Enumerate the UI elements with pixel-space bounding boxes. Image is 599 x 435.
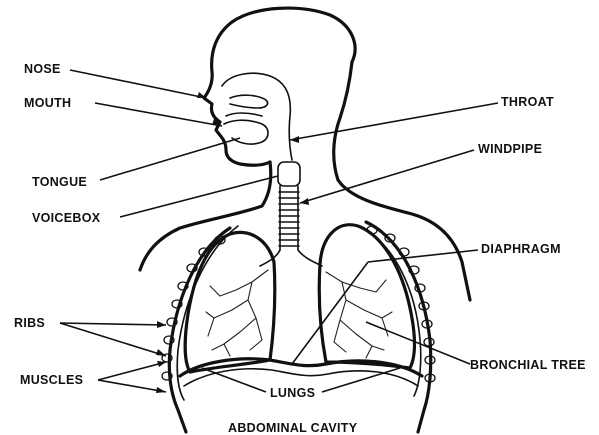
muscles-leader-1 <box>98 362 166 380</box>
mouth-leader <box>95 103 222 126</box>
label-lungs: LUNGS <box>270 386 315 400</box>
arrowhead <box>290 136 299 143</box>
ribs-leader-2 <box>60 323 166 356</box>
arrowhead <box>300 198 309 205</box>
ribs-leader-1 <box>60 323 166 325</box>
muscles-leader-2 <box>98 380 166 392</box>
voicebox-leader <box>120 176 278 217</box>
label-throat: THROAT <box>501 95 554 109</box>
tongue-leader <box>100 138 240 180</box>
label-nose: NOSE <box>24 62 61 76</box>
arrowhead <box>156 387 166 393</box>
label-windpipe: WINDPIPE <box>478 142 542 156</box>
label-ribs: RIBS <box>14 316 45 330</box>
diaphragm-leader-2 <box>292 262 368 364</box>
label-tongue: TONGUE <box>32 175 87 189</box>
rib-chain-left <box>162 236 225 380</box>
label-mouth: MOUTH <box>24 96 71 110</box>
right-lung <box>319 225 414 368</box>
lungs-leader-1 <box>202 368 266 392</box>
label-voicebox: VOICEBOX <box>32 211 101 225</box>
windpipe-leader <box>300 150 474 203</box>
throat-leader <box>290 103 498 140</box>
label-abdominal-cavity: ABDOMINAL CAVITY <box>228 421 358 435</box>
label-diaphragm: DIAPHRAGM <box>481 242 561 256</box>
label-muscles: MUSCLES <box>20 373 83 387</box>
nose-leader <box>70 70 206 98</box>
arrowhead <box>157 361 166 367</box>
label-bronchial-tree: BRONCHIAL TREE <box>470 358 586 372</box>
arrowhead <box>157 321 166 328</box>
arrowhead <box>156 349 166 356</box>
